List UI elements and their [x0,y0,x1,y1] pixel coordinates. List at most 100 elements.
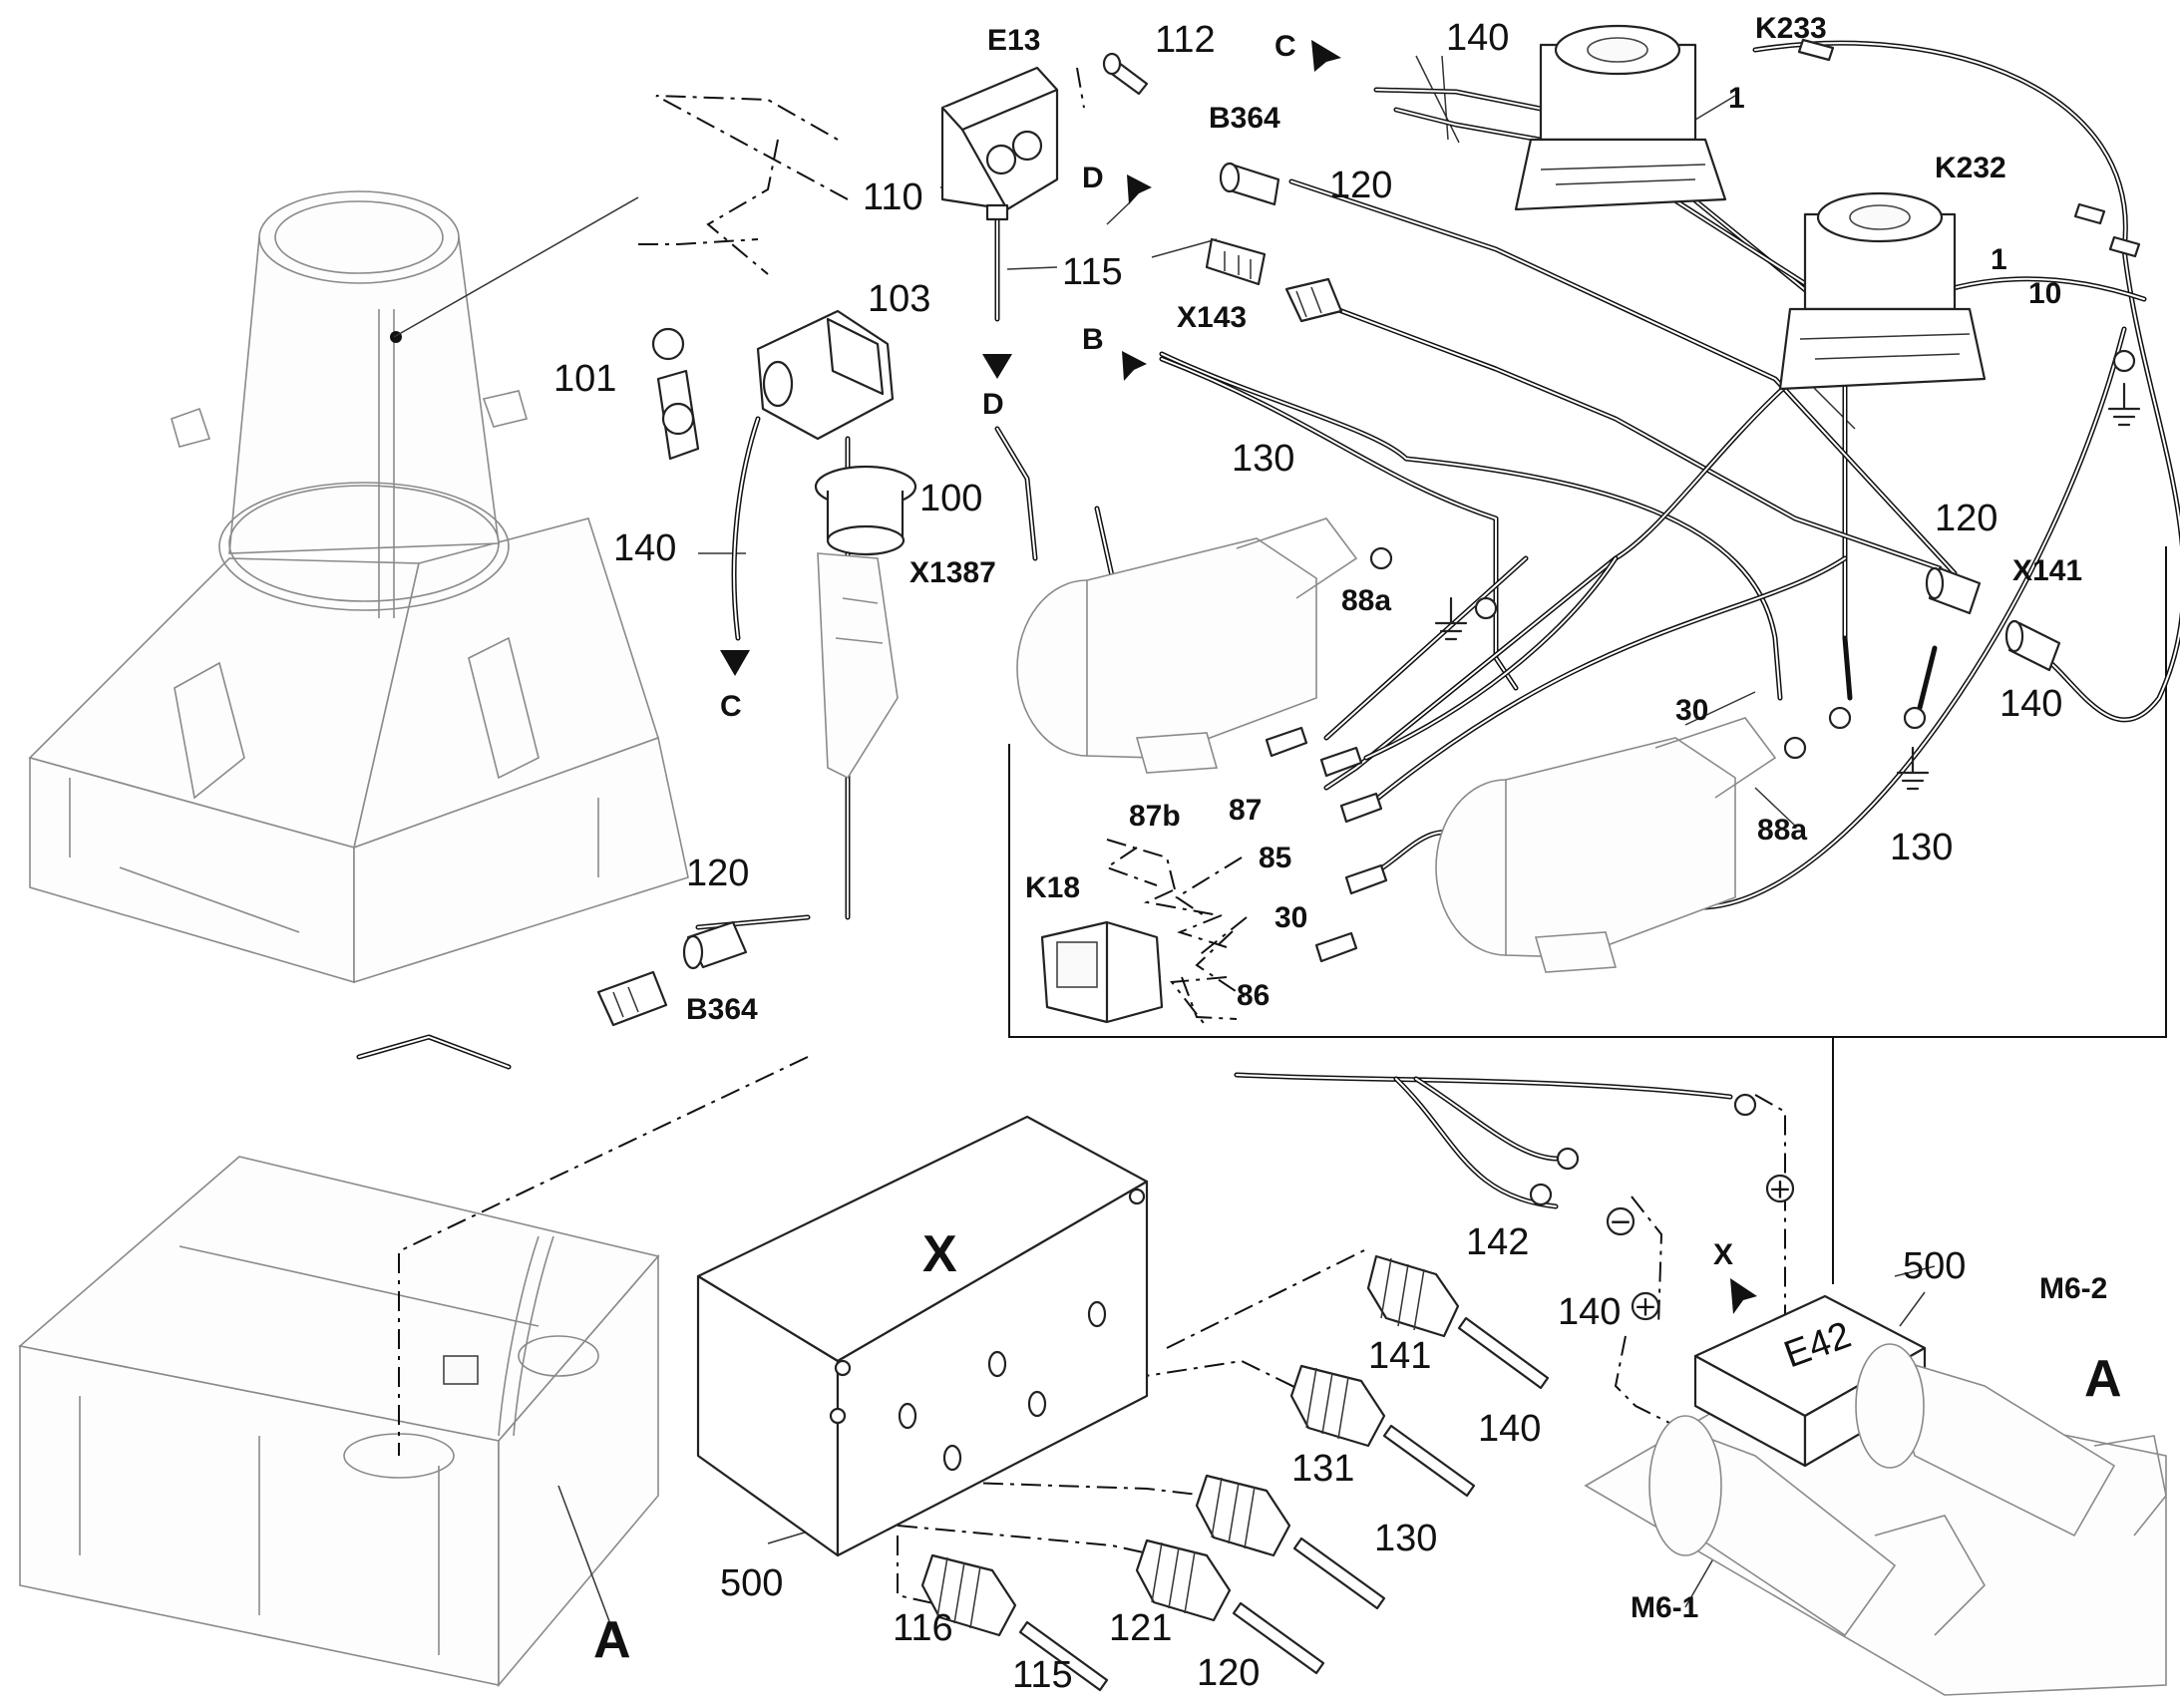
motor-m6-2[interactable] [1855,1343,2167,1537]
label-120-g: 120 [1197,1652,1260,1694]
label-116: 116 [893,1607,953,1649]
label-d-top: D [1082,162,1104,194]
label-115-g: 115 [1012,1654,1073,1696]
label-d-bottom: D [982,388,1004,421]
polarity-minus: − [1606,1205,1635,1238]
pump-motor-upper[interactable] [1016,517,1358,774]
label-140-top: 140 [1446,17,1509,59]
x1387-plug[interactable] [817,552,899,780]
label-140-left: 140 [613,527,676,569]
label-140-g1: 140 [1558,1291,1621,1333]
label-130-g: 130 [1374,1518,1437,1559]
label-120-mid: 120 [686,853,749,894]
relay-screws[interactable] [1797,38,2141,258]
direction-arrow-icon [1311,40,1341,72]
x141-connector-left[interactable] [1925,566,1982,615]
b364-sensor-connector-top[interactable] [1219,162,1280,206]
tank-assembly [18,1156,660,1688]
label-130-right: 130 [1890,827,1953,868]
k233-relay[interactable] [1514,24,1727,211]
socket-housing-103[interactable] [756,309,895,441]
label-100: 100 [919,478,982,519]
direction-arrow-icon [982,354,1012,379]
k232-relay[interactable] [1778,191,1987,391]
label-110: 110 [863,176,923,218]
svg-text:+: + [1634,1290,1656,1323]
x143-plug-left[interactable] [1205,237,1267,286]
direction-arrow-icon [1127,174,1152,204]
cable-gland-142[interactable] [1366,1254,1460,1338]
sleeve-115-a[interactable] [1018,1620,1109,1692]
ground-symbols [1434,382,2141,791]
control-box-500[interactable] [696,1115,1149,1557]
ground-symbol-icon [1434,596,1468,641]
pump-motor-lower[interactable] [1435,717,1777,973]
label-131: 131 [1291,1448,1354,1490]
label-87b: 87b [1129,800,1181,833]
label-115: 115 [1062,251,1123,293]
label-c-top: C [1274,30,1296,63]
label-b-arrow: B [1082,323,1104,356]
label-103: 103 [868,278,930,320]
label-500-right: 500 [1903,1245,1966,1287]
label-30-right: 30 [1675,694,1708,727]
label-120-top: 120 [1329,165,1392,206]
label-88a-left: 88a [1341,584,1391,617]
inlet-100[interactable] [814,465,917,556]
cable-gland-116[interactable] [920,1553,1017,1637]
label-142: 142 [1466,1221,1529,1263]
sleeve-140-b[interactable] [1382,1424,1476,1498]
k18-relay[interactable] [1040,920,1164,1024]
cover-101[interactable] [651,327,700,461]
direction-arrow-icon [1122,351,1147,381]
label-86: 86 [1237,979,1270,1012]
label-a-right: A [2084,1350,2122,1408]
label-141: 141 [1368,1335,1431,1377]
motor-m6-1[interactable] [1648,1415,1986,1637]
polarity-plus-2: + [1765,1173,1795,1205]
cable-gland-121[interactable] [1135,1538,1232,1622]
label-x143: X143 [1177,301,1247,334]
direction-arrow-icon [720,650,750,676]
x141-connector-right[interactable] [2004,619,2061,672]
label-140-right: 140 [1999,683,2062,725]
label-k232-pin1: 1 [1991,243,2007,276]
polarity-plus-1: + [1631,1290,1660,1323]
label-30-bottom: 30 [1274,901,1307,934]
sleeve-130-a[interactable] [1292,1537,1386,1610]
label-x-arrow: X [1713,1238,1733,1271]
label-box-x: X [922,1225,957,1283]
b364-plug-lead[interactable] [596,970,668,1027]
label-140-g2: 140 [1478,1408,1541,1450]
x143-plug-right[interactable] [1284,277,1343,323]
tower-assembly [28,190,689,984]
label-87: 87 [1229,794,1262,827]
b364-connector-mid[interactable] [682,920,748,970]
cable-gland-141[interactable] [1289,1364,1386,1448]
label-101: 101 [553,358,616,400]
screw-112[interactable] [1102,52,1149,96]
label-k233: K233 [1755,12,1827,45]
label-x1387: X1387 [909,556,996,589]
label-k232: K232 [1935,152,2006,184]
label-500-left: 500 [720,1562,783,1604]
detail-frame [1008,546,2167,1284]
flat-terminals[interactable] [1265,726,1388,963]
e13-junction-box[interactable] [940,66,1059,221]
label-120-right: 120 [1935,498,1998,539]
ring-terminals[interactable] [1369,349,2136,1206]
label-k232-pin10: 10 [2028,277,2061,310]
cable-gland-131[interactable] [1195,1474,1291,1557]
label-88a-right: 88a [1757,814,1807,847]
label-b364-mid: B364 [686,993,758,1026]
sleeve-120-a[interactable] [1232,1601,1325,1675]
ground-symbol-icon [2107,382,2141,427]
label-b364-top: B364 [1209,102,1280,135]
k18-pin-leaders [1104,847,1248,1028]
label-m6-2: M6-2 [2039,1272,2107,1305]
label-121: 121 [1109,1607,1172,1649]
sleeve-140-a[interactable] [1457,1316,1550,1390]
svg-text:+: + [1768,1173,1791,1205]
label-130-top: 130 [1232,438,1294,480]
